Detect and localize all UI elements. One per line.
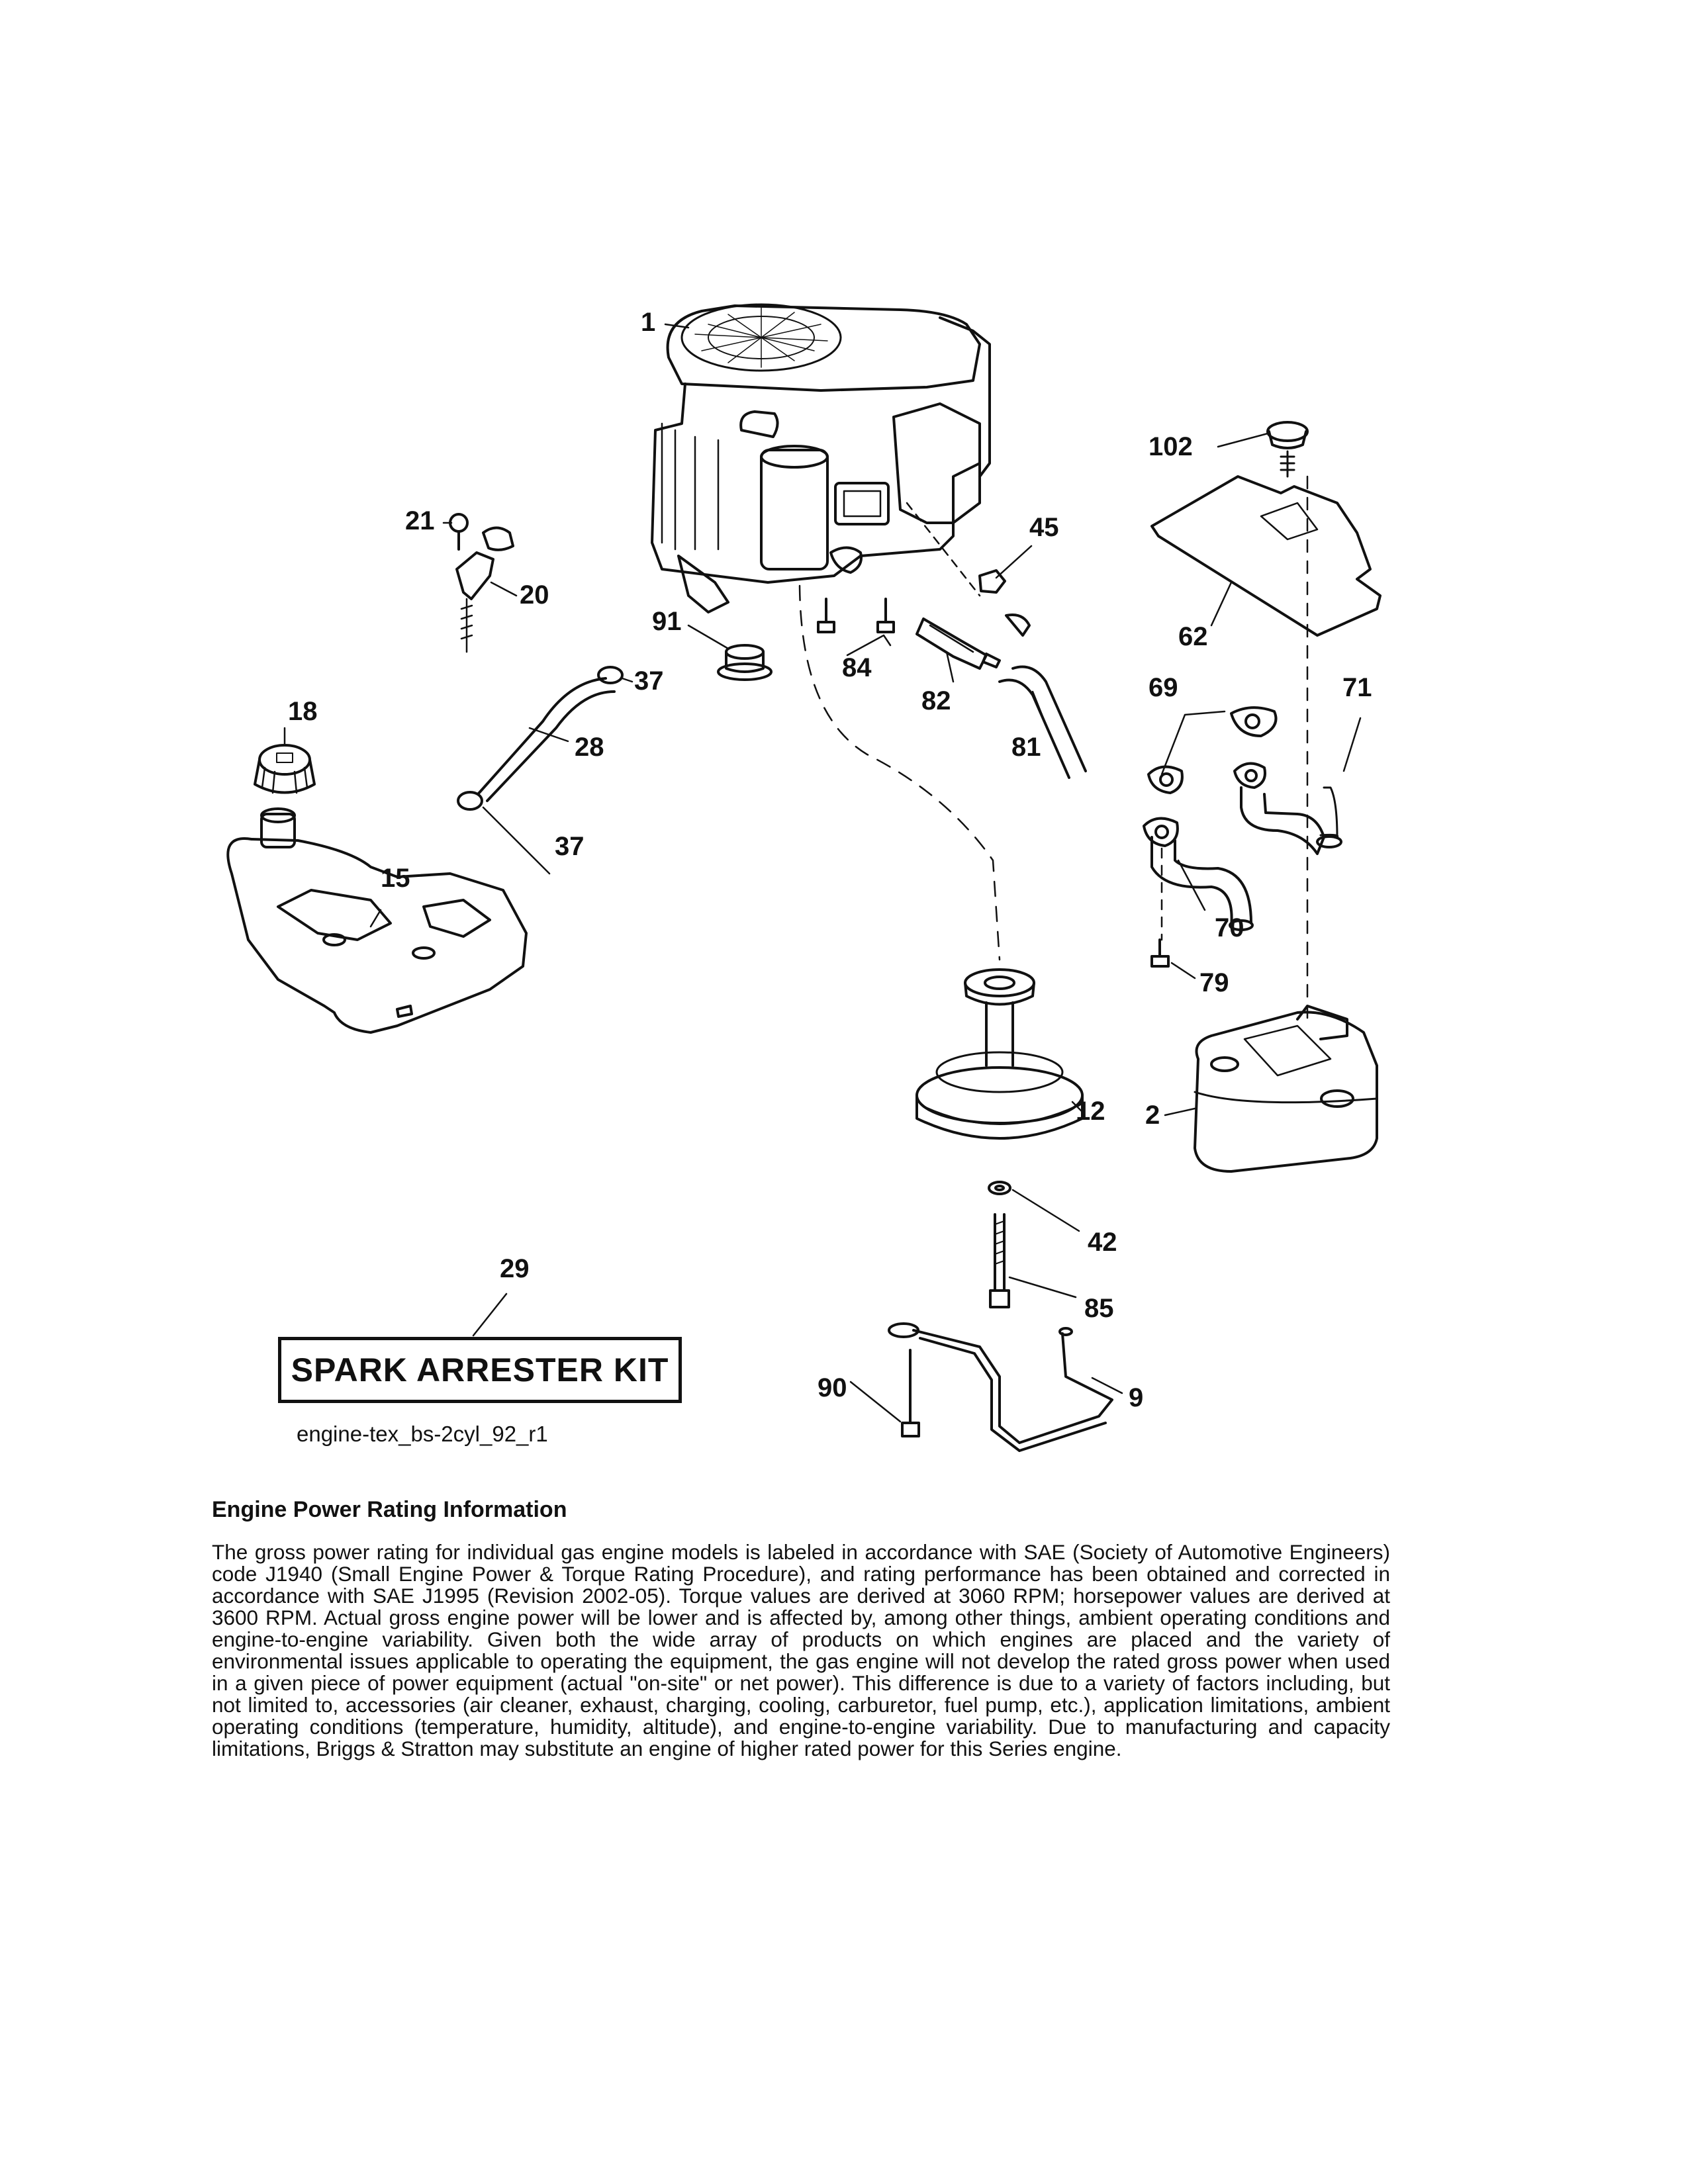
callout-37-top: 37 — [634, 666, 664, 696]
callout-79: 79 — [1199, 968, 1229, 997]
callout-70: 70 — [1215, 913, 1244, 942]
exhaust-pipe-right-part — [1233, 762, 1342, 855]
spark-arrester-kit-box: SPARK ARRESTER KIT — [278, 1337, 682, 1403]
rating-body: The gross power rating for individual ga… — [212, 1540, 1390, 1760]
callout-12: 12 — [1076, 1097, 1105, 1126]
callout-28: 28 — [575, 733, 604, 762]
callout-90: 90 — [818, 1373, 847, 1402]
callout-91: 91 — [652, 607, 682, 636]
callout-45: 45 — [1029, 513, 1059, 542]
fuel-hose-part — [477, 677, 616, 802]
callout-18: 18 — [288, 697, 318, 726]
grommet-part — [717, 644, 773, 681]
callout-85: 85 — [1084, 1294, 1114, 1323]
nut-part — [978, 569, 1006, 594]
rating-heading: Engine Power Rating Information — [212, 1497, 567, 1522]
callout-82: 82 — [921, 686, 951, 715]
drawing-id: engine-tex_bs-2cyl_92_r1 — [297, 1422, 548, 1446]
callout-84: 84 — [842, 653, 872, 682]
spark-arrester-kit-label: SPARK ARRESTER KIT — [291, 1351, 669, 1388]
fuel-cap-part — [254, 744, 316, 794]
hose-clamp-part — [457, 666, 624, 811]
muffler-part — [1194, 1005, 1378, 1173]
washer-part — [988, 1181, 1011, 1195]
engine-power-rating-section: Engine Power Rating Information The gros… — [212, 1497, 1390, 1760]
engine-part — [651, 303, 991, 614]
fuel-line-part — [998, 665, 1087, 779]
callout-42: 42 — [1088, 1228, 1117, 1257]
callout-71: 71 — [1342, 673, 1372, 702]
callout-21: 21 — [405, 506, 435, 535]
fuel-tank-part — [226, 807, 528, 1034]
callout-37-bottom: 37 — [555, 832, 585, 861]
callout-81: 81 — [1011, 733, 1041, 762]
knob-part — [1266, 421, 1309, 478]
callout-69: 69 — [1149, 673, 1178, 702]
screw-part — [1150, 938, 1170, 968]
callout-1: 1 — [641, 308, 655, 337]
rod-bracket-part — [888, 1322, 1113, 1452]
callout-29: 29 — [500, 1254, 530, 1283]
pulley-bolt-part — [989, 1213, 1010, 1308]
callout-2: 2 — [1145, 1101, 1160, 1130]
callout-62: 62 — [1178, 622, 1208, 651]
throttle-bracket-part — [449, 513, 514, 653]
callout-20: 20 — [520, 580, 549, 610]
callout-9: 9 — [1129, 1383, 1143, 1412]
heat-shield-part — [1150, 475, 1382, 637]
callout-15: 15 — [381, 864, 410, 893]
fuel-filter-part — [915, 614, 1031, 670]
rod-screw-part — [901, 1349, 920, 1437]
callout-102: 102 — [1149, 432, 1193, 461]
engine-pulley-part — [915, 968, 1084, 1140]
bolt-pair-part — [817, 598, 895, 633]
